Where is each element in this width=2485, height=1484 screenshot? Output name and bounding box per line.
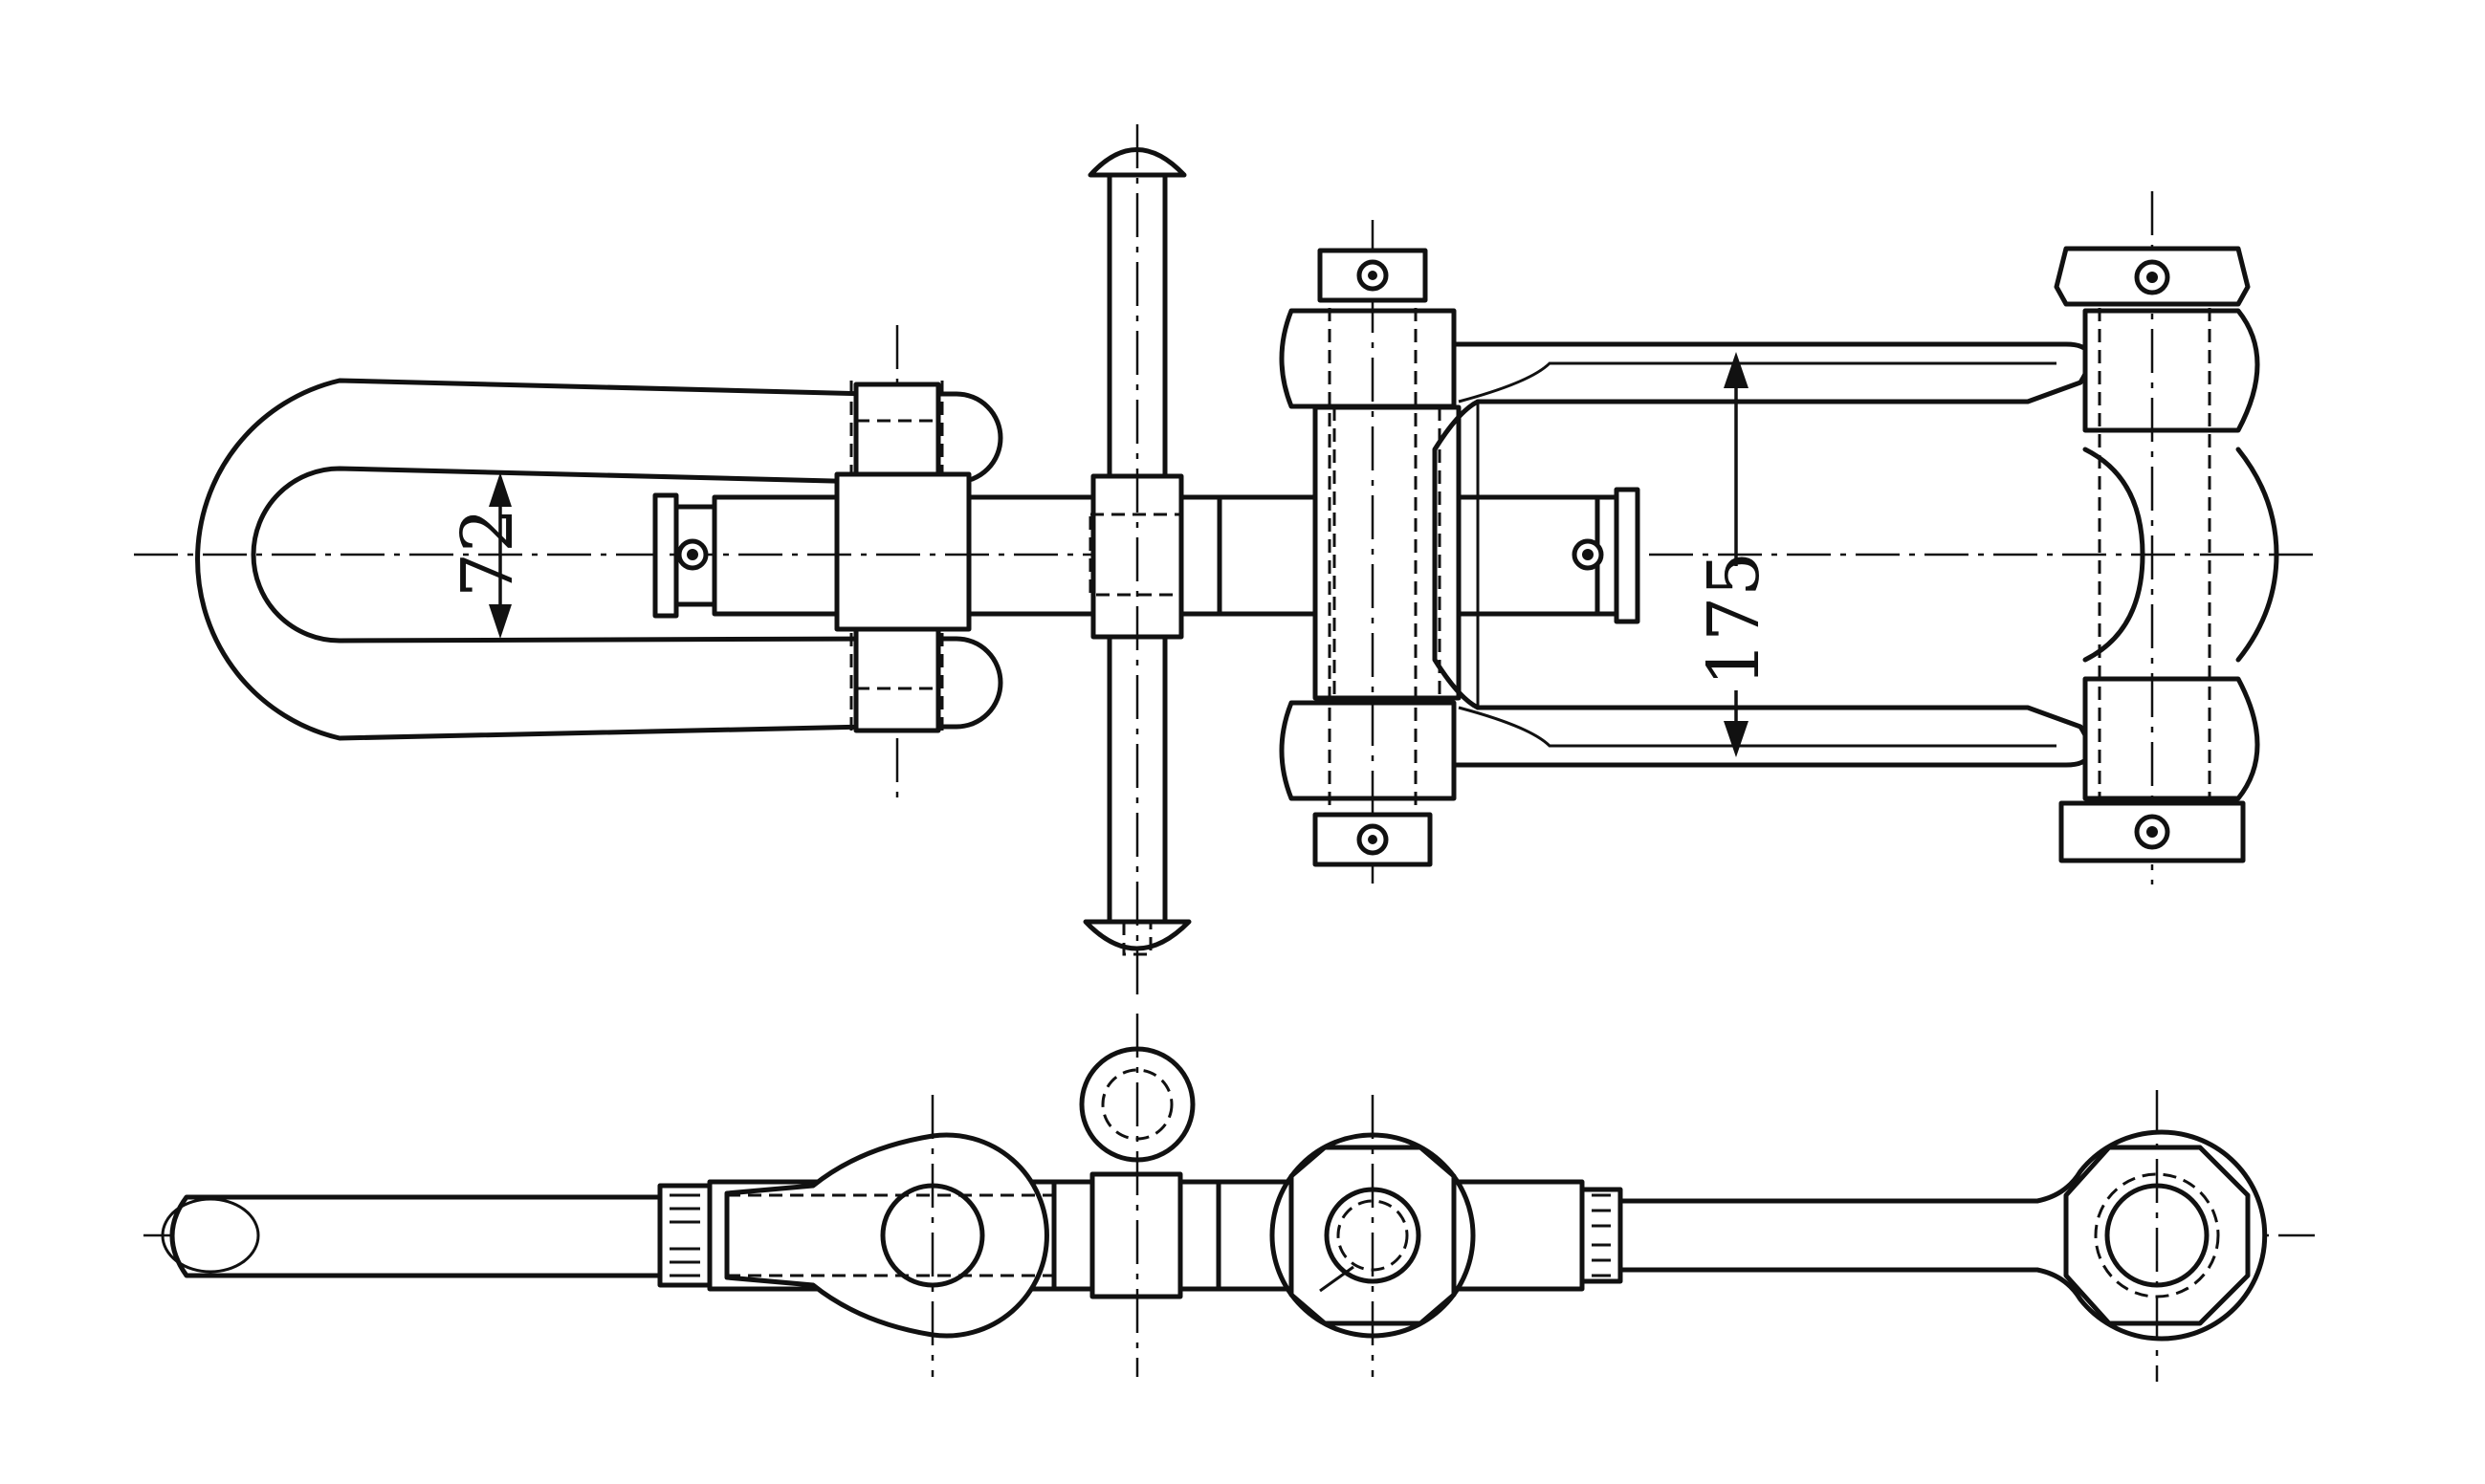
left-screw [652, 471, 1096, 632]
plan-view: 72 175 [134, 124, 2315, 994]
tommy-bar [1083, 124, 1192, 994]
dimension-label-72: 72 [447, 508, 529, 598]
side-left-rod [161, 1183, 713, 1288]
side-center-nut [1051, 1014, 1221, 1377]
dimension-72: 72 [447, 472, 529, 639]
side-right-eye [1216, 1095, 1585, 1377]
side-left-eye [707, 1095, 1057, 1377]
dimension-label-175: 175 [1693, 552, 1775, 687]
clevis-body [1279, 191, 2279, 884]
side-view [143, 1014, 2315, 1382]
dimension-175: 175 [1693, 352, 1775, 757]
side-right-arm [1579, 1090, 2268, 1382]
right-screw [1178, 404, 1640, 701]
u-shackle [195, 325, 1003, 798]
